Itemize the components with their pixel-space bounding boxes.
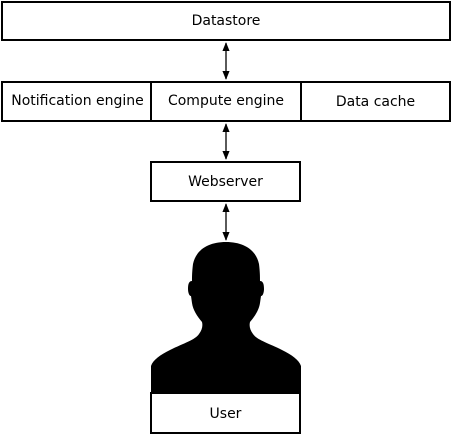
- notification-engine-box: Notification engine: [1, 81, 152, 122]
- user-box: User: [150, 392, 301, 434]
- user-label: User: [209, 405, 242, 422]
- person-silhouette-icon: [151, 242, 301, 393]
- data-cache-box: Data cache: [300, 81, 451, 122]
- webserver-box: Webserver: [150, 161, 301, 202]
- data-cache-label: Data cache: [335, 94, 416, 110]
- compute-engine-box: Compute engine: [150, 81, 302, 122]
- notification-engine-label: Notification engine: [11, 92, 144, 109]
- compute-engine-label: Compute engine: [167, 93, 285, 109]
- engine-row: Notification engine Compute engine Data …: [1, 81, 451, 122]
- datastore-label: Datastore: [191, 13, 261, 29]
- datastore-box: Datastore: [1, 1, 451, 41]
- webserver-label: Webserver: [188, 174, 263, 190]
